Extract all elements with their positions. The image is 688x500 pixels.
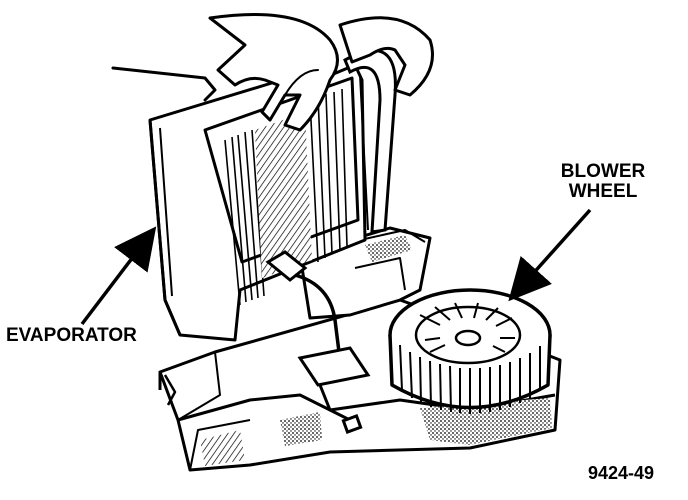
blower-wheel-label-line2: WHEEL <box>568 181 638 202</box>
figure-number: 9424-49 <box>588 463 655 483</box>
temperature-sensor <box>265 250 371 434</box>
evaporator-arrow <box>80 226 157 326</box>
blower-wheel-label-line1: BLOWER <box>560 161 646 182</box>
blower-wheel <box>388 288 552 414</box>
evaporator-label: EVAPORATOR <box>6 325 137 346</box>
evaporator-fins-shading <box>255 112 312 278</box>
case-shading <box>200 398 552 466</box>
blower-wheel-label: BLOWER WHEEL <box>553 162 653 202</box>
blower-wheel-arrow <box>508 208 592 302</box>
plenum-shading <box>365 235 412 262</box>
technician-hands <box>111 13 434 132</box>
